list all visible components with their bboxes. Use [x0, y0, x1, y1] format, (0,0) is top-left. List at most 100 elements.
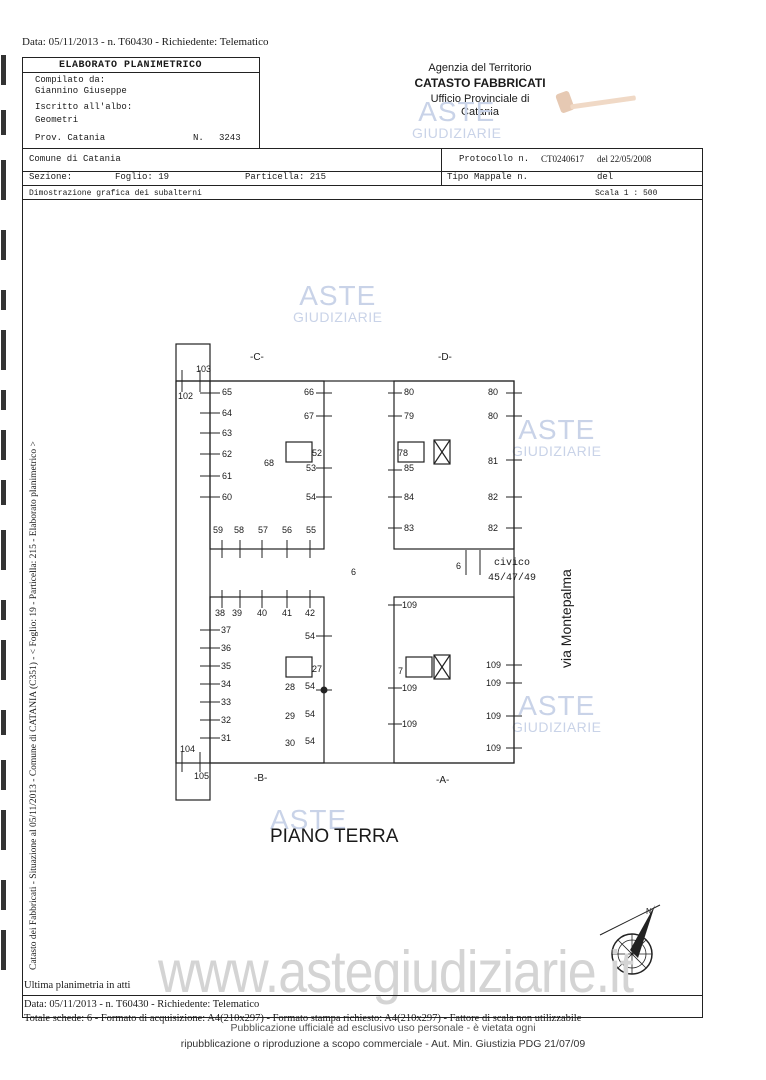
unit-label: 62: [222, 449, 233, 459]
unit-label: 84: [404, 492, 415, 502]
dimostrazione: Dimostrazione grafica dei subalterni: [29, 189, 202, 198]
edge-label: 103: [196, 364, 212, 374]
courtyard-label-2: 6: [456, 561, 462, 571]
unit-label: 60: [222, 492, 233, 502]
unit-label: 54: [306, 492, 317, 502]
watermark-aste-2: ASTE GIUDIZIARIE: [512, 414, 602, 459]
agency-line1: Agenzia del Territorio: [428, 62, 532, 74]
compilato-name: Giannino Giuseppe: [35, 86, 127, 96]
unit-label: 64: [222, 408, 233, 418]
courtyard-label: 6: [351, 567, 357, 577]
unit-label: 109: [402, 683, 418, 693]
footer-data-line: Data: 05/11/2013 - n. T60430 - Richieden…: [24, 999, 260, 1010]
unit-label: 56: [282, 525, 293, 535]
unit-label: 109: [486, 743, 502, 753]
unit-label: 57: [258, 525, 269, 535]
protocollo-value: CT0240617: [541, 154, 585, 164]
iscritto-label: Iscritto all'albo:: [35, 102, 133, 112]
unit-label: 63: [222, 428, 233, 438]
elaborato-box: ELABORATO PLANIMETRICO Compilato da: Gia…: [22, 57, 260, 149]
comune: Comune di Catania: [29, 154, 121, 164]
unit-label: 31: [221, 733, 232, 743]
unit-label: 54: [305, 736, 316, 746]
civico-label: civico: [494, 558, 531, 569]
binding-marks: [0, 0, 8, 1080]
pub-line-1: Pubblicazione ufficiale ad esclusivo uso…: [230, 1022, 536, 1034]
unit-label: 80: [404, 387, 415, 397]
unit-label: 109: [486, 660, 502, 670]
unit-label: 38: [215, 608, 226, 618]
drawing-frame: [22, 200, 703, 1018]
elaborato-title: ELABORATO PLANIMETRICO: [59, 60, 203, 71]
section-a-label: -A-: [436, 775, 450, 786]
unit-label: 109: [402, 600, 418, 610]
unit-label: 85: [404, 463, 415, 473]
watermark-aste-4: ASTE: [270, 804, 348, 835]
agency-block: Agenzia del Territorio CATASTO FABBRICAT…: [380, 62, 580, 118]
prov-label: Prov. Catania: [35, 133, 106, 143]
particella: Particella: 215: [245, 172, 327, 182]
foglio: Foglio: 19: [115, 172, 170, 182]
pub-line-2: ripubblicazione o riproduzione a scopo c…: [180, 1038, 586, 1050]
unit-label: 55: [306, 525, 317, 535]
unit-label: 41: [282, 608, 293, 618]
unit-label: 39: [232, 608, 243, 618]
watermark-aste-top: ASTE GIUDIZIARIE: [412, 96, 502, 141]
floor-title: PIANO TERRA: [270, 826, 399, 847]
unit-label: 83: [404, 523, 415, 533]
unit-label: 82: [488, 523, 499, 533]
unit-label: 79: [404, 411, 415, 421]
edge-label: 104: [180, 744, 196, 754]
unit-label: 42: [305, 608, 316, 618]
unit-label: 109: [402, 719, 418, 729]
unit-label: 58: [234, 525, 245, 535]
unit-label: 28: [285, 682, 296, 692]
unit-label: 65: [222, 387, 233, 397]
unit-label: 59: [213, 525, 224, 535]
svg-text:N: N: [646, 907, 652, 916]
unit-label: 54: [305, 709, 316, 719]
unit-label: 66: [304, 387, 315, 397]
unit-label: 29: [285, 711, 296, 721]
ultima-planimetria: Ultima planimetria in atti: [24, 980, 131, 991]
civico-value: 45/47/49: [488, 573, 537, 584]
protocollo-label: Protocollo n.: [459, 154, 530, 164]
tipo-mappale: Tipo Mappale n.: [447, 172, 529, 182]
north-arrow-icon: N: [599, 904, 661, 975]
compilato-label: Compilato da:: [35, 75, 106, 85]
unit-label: 37: [221, 625, 232, 635]
edge-label: 105: [194, 771, 210, 781]
unit-label: 7: [398, 666, 404, 676]
unit-label: 109: [486, 711, 502, 721]
info-rows: Comune di Catania Protocollo n. CT024061…: [22, 148, 703, 200]
unit-label: 78: [398, 448, 409, 458]
header-line: Data: 05/11/2013 - n. T60430 - Richieden…: [22, 36, 269, 48]
n-value: 3243: [219, 133, 241, 143]
unit-label: 109: [486, 678, 502, 688]
unit-label: 81: [488, 456, 499, 466]
agency-line4: Catania: [461, 106, 499, 118]
unit-label: 32: [221, 715, 232, 725]
edge-label: 102: [178, 391, 194, 401]
watermark-aste-1: ASTE GIUDIZIARIE: [293, 280, 383, 325]
unit-label: 52: [312, 448, 323, 458]
n-label: N.: [193, 133, 204, 143]
unit-label: 36: [221, 643, 232, 653]
unit-label: 54: [305, 681, 316, 691]
unit-label: 40: [257, 608, 268, 618]
unit-label: 68: [264, 458, 275, 468]
unit-label: 27: [312, 664, 323, 674]
scala: Scala 1 : 500: [595, 189, 658, 198]
unit-label: 30: [285, 738, 296, 748]
site-watermark: www.astegiudiziarie.it: [158, 939, 634, 1006]
unit-label: 54: [305, 631, 316, 641]
unit-label: 35: [221, 661, 232, 671]
unit-label: 80: [488, 411, 499, 421]
agency-line2: CATASTO FABBRICATI: [414, 76, 546, 90]
iscritto-value: Geometri: [35, 115, 79, 125]
unit-label: 61: [222, 471, 233, 481]
unit-label: 80: [488, 387, 499, 397]
section-b-label: -B-: [254, 773, 268, 784]
unit-label: 67: [304, 411, 315, 421]
unit-label: 34: [221, 679, 232, 689]
